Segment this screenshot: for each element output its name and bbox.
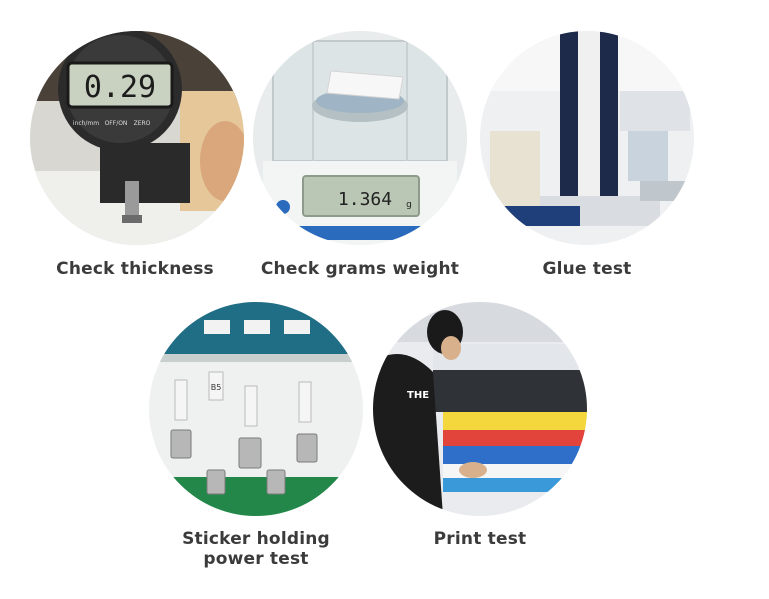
holding-power-photo: B5 xyxy=(149,302,363,516)
scale-unit: g xyxy=(406,200,412,210)
caption-holding-power: Sticker holding power test xyxy=(136,529,376,569)
scale-reading: 1.364 xyxy=(338,189,392,210)
shirt-text: THE xyxy=(407,390,429,401)
gauge-button-power: OFF/ON xyxy=(105,120,128,127)
caption-holding-power-line1: Sticker holding xyxy=(182,529,330,549)
print-test-photo: THE xyxy=(373,302,587,516)
gauge-button-unit: inch/mm xyxy=(73,120,99,127)
grams-weight-photo: 1.364 g xyxy=(253,31,467,245)
caption-print: Print test xyxy=(433,529,527,549)
caption-glue: Glue test xyxy=(542,259,632,279)
weight-tag-text: B5 xyxy=(211,383,222,392)
gauge-button-zero: ZERO xyxy=(134,120,151,127)
gauge-reading: 0.29 xyxy=(84,70,156,105)
glue-test-photo xyxy=(480,31,694,245)
thickness-photo: 0.29 inch/mm OFF/ON ZERO xyxy=(30,31,244,245)
caption-holding-power-line2: power test xyxy=(203,549,309,569)
caption-thickness: Check thickness xyxy=(56,259,214,279)
caption-grams-weight: Check grams weight xyxy=(260,259,460,279)
